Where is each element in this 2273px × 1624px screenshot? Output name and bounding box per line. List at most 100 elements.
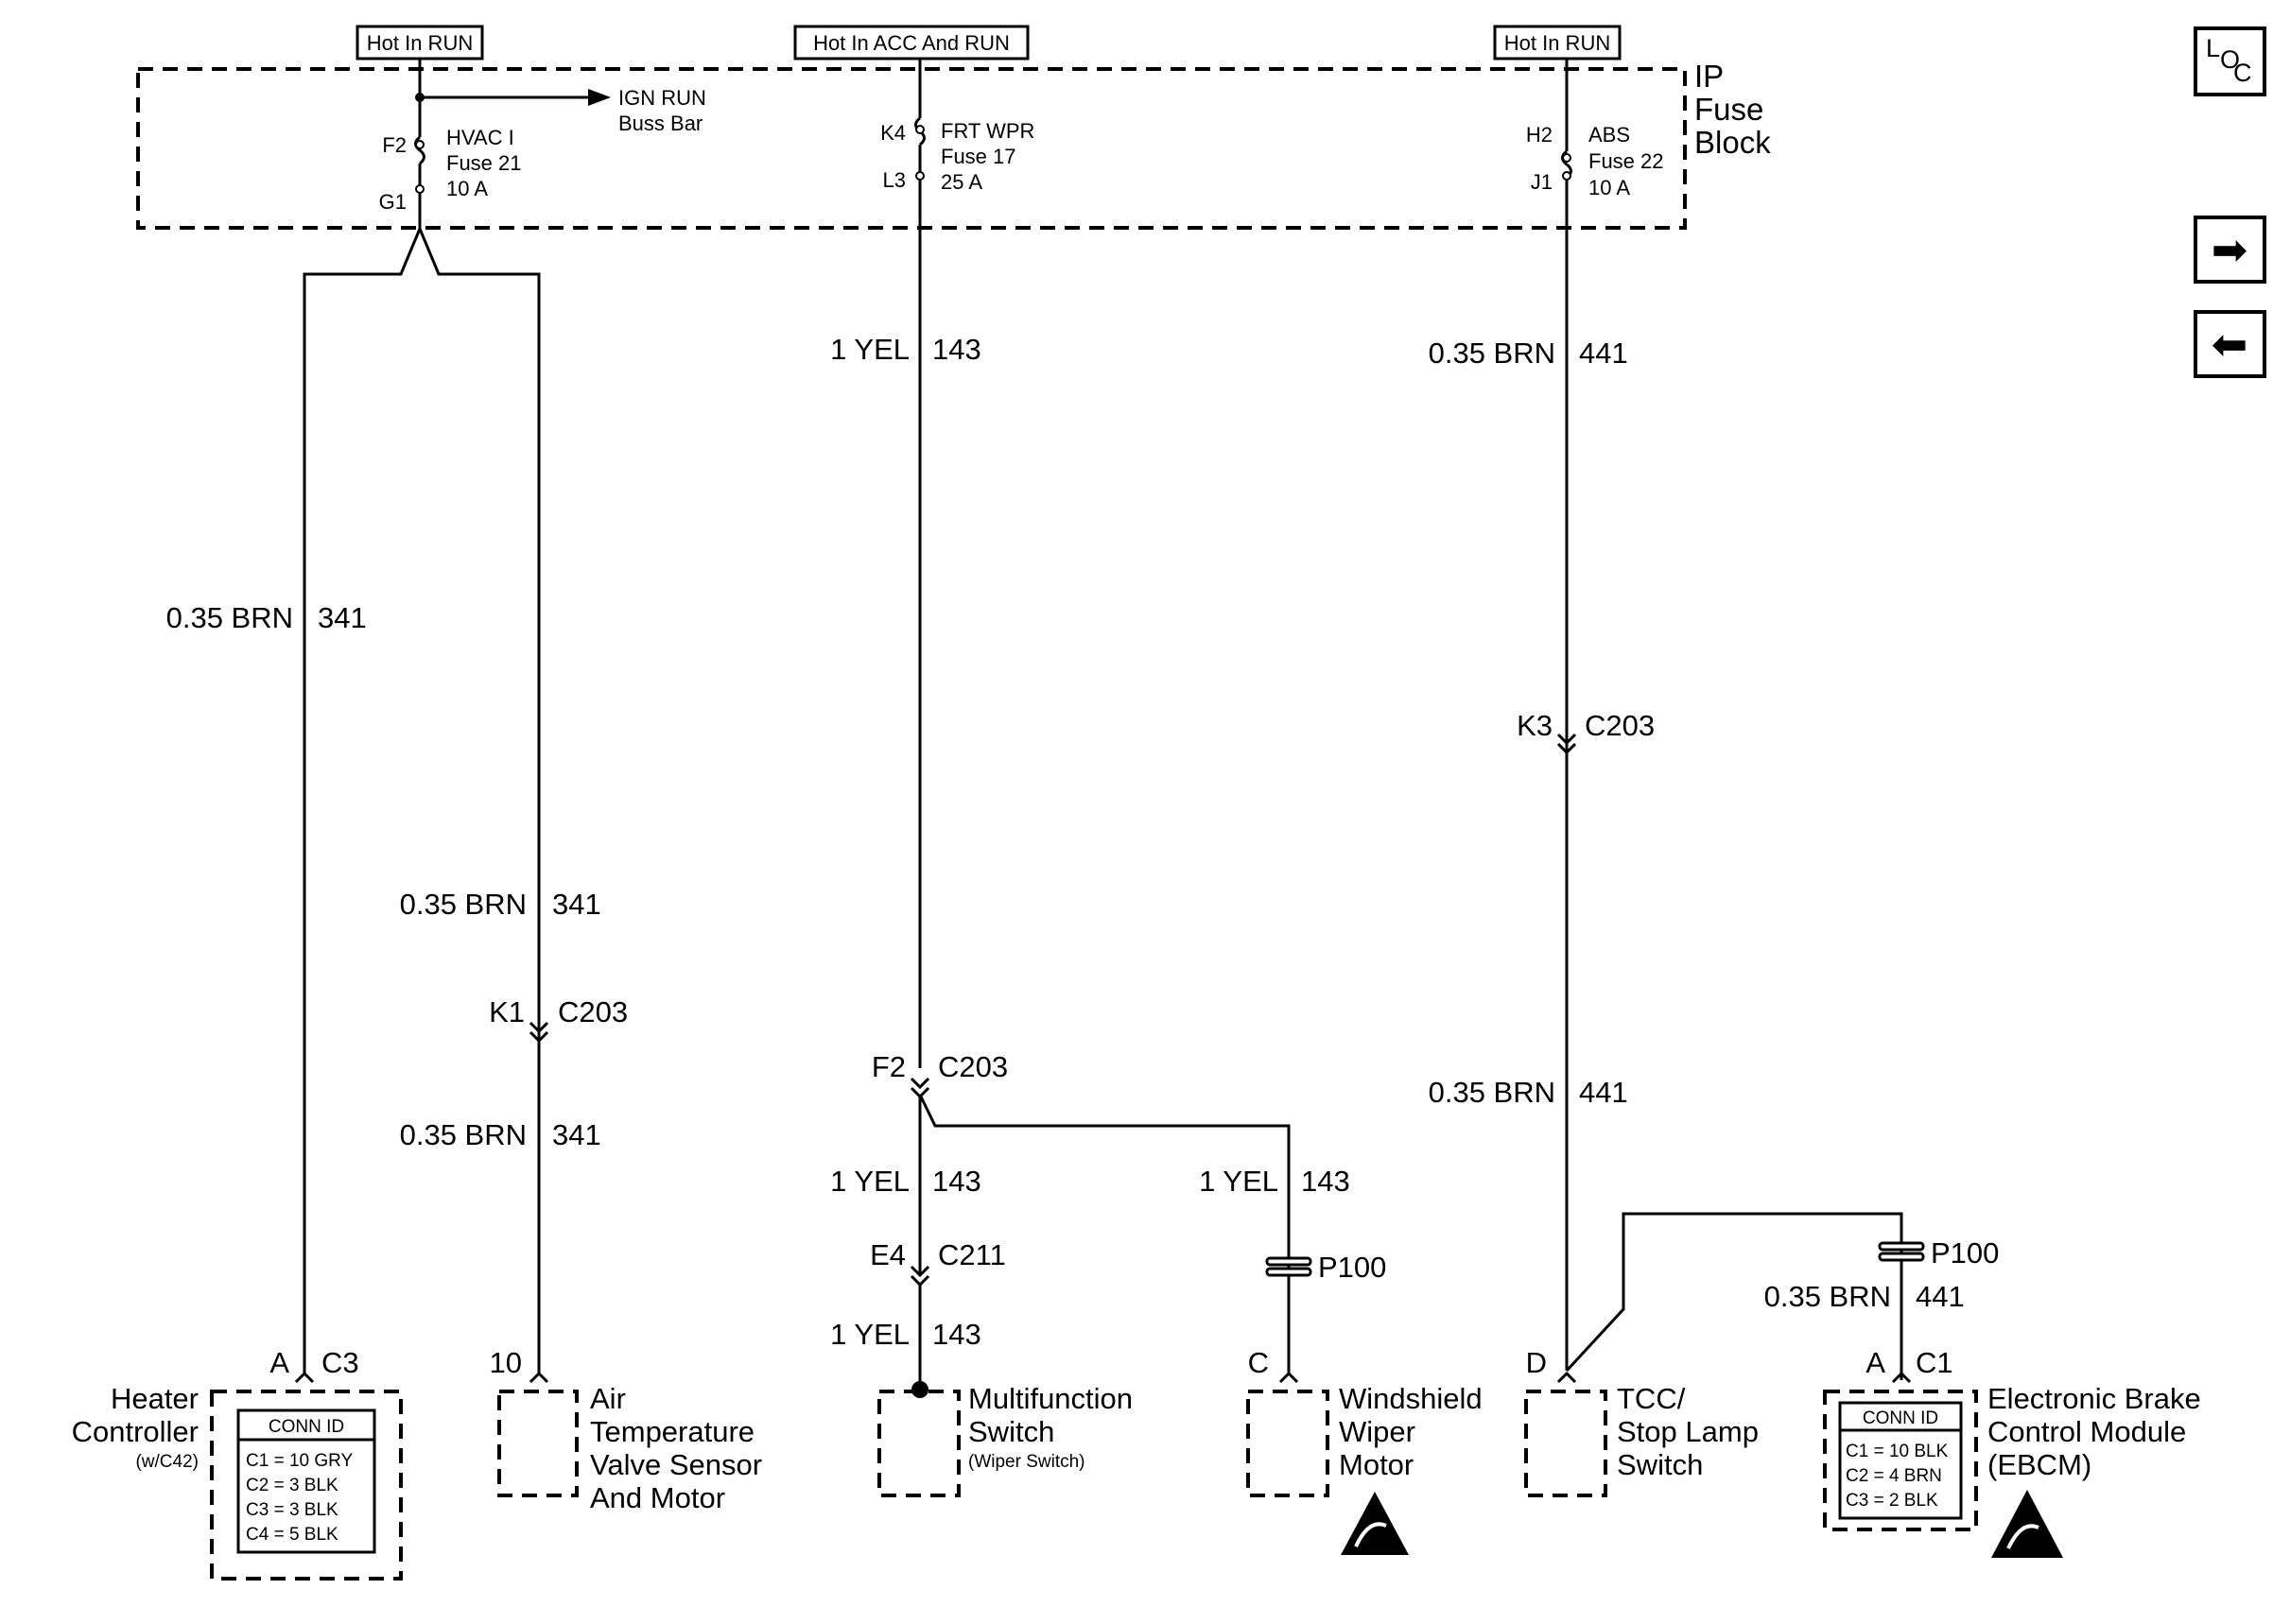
connector-e4-id: C211 xyxy=(938,1238,1006,1271)
esd-warning-icon xyxy=(1341,1492,1409,1555)
wire-label-341-c: 0.35 BRN 341 xyxy=(400,1118,601,1151)
location-button[interactable]: L O C xyxy=(2194,26,2266,96)
power-source-wiper: Hot In ACC And RUN xyxy=(793,25,1030,60)
wire-label-341-b: 0.35 BRN 341 xyxy=(400,888,601,921)
electronic-brake-control-module: A C1 CONN ID C1 = 10 BLK C2 = 4 BRN C3 =… xyxy=(1823,1346,2201,1558)
fuse-hvac: F2 G1 HVAC I Fuse 21 10 A xyxy=(379,59,522,229)
wire-143-c-circuit: 143 xyxy=(1301,1165,1350,1198)
air-temp-pin: 10 xyxy=(490,1346,522,1379)
fuse-wiper-number: Fuse 17 xyxy=(941,145,1016,168)
wiper-motor-label-1: Windshield xyxy=(1339,1382,1483,1415)
wire-label-441-c: 0.35 BRN 441 xyxy=(1764,1280,1965,1313)
wire-441-c-circuit: 441 xyxy=(1916,1280,1965,1313)
fuse-abs-in-pin: H2 xyxy=(1526,123,1553,147)
heater-controller: A C3 CONN ID C1 = 10 GRY C2 = 3 BLK C3 =… xyxy=(72,1346,403,1581)
heater-label-2: Controller xyxy=(72,1415,199,1448)
tcc-label-3: Switch xyxy=(1617,1448,1703,1481)
multifunction-label-2: Switch xyxy=(968,1415,1054,1448)
connector-f2-c203: F2 C203 xyxy=(872,1050,1008,1099)
wiper-motor-label-2: Wiper xyxy=(1339,1415,1415,1448)
wire-143-b-color: 1 YEL xyxy=(830,1165,910,1198)
multifunction-switch: Multifunction Switch (Wiper Switch) xyxy=(877,1381,1133,1497)
buss-bar-line1: IGN RUN xyxy=(618,86,706,110)
connector-k1-c203: K1 C203 xyxy=(489,995,628,1044)
wire-341-c-circuit: 341 xyxy=(552,1118,601,1151)
wire-143-wiper-motor xyxy=(918,1094,1291,1375)
heater-pin: A xyxy=(269,1346,289,1379)
ebcm-label-2: Control Module xyxy=(1987,1415,2186,1448)
ebcm-conn-title: CONN ID xyxy=(1863,1408,1938,1428)
right-arrow-icon: ➡ xyxy=(2212,225,2248,274)
tcc-label-2: Stop Lamp xyxy=(1617,1415,1759,1448)
heater-conn-row: C2 = 3 BLK xyxy=(246,1476,338,1495)
wire-143-d-circuit: 143 xyxy=(932,1318,981,1351)
windshield-wiper-motor: C Windshield Wiper Motor xyxy=(1246,1346,1483,1555)
heater-note: (w/C42) xyxy=(135,1452,199,1472)
power-source-wiper-text: Hot In ACC And RUN xyxy=(813,31,1010,55)
wire-143-c-color: 1 YEL xyxy=(1199,1165,1278,1198)
connector-k3-c203: K3 C203 xyxy=(1517,709,1655,755)
wire-341-a-color: 0.35 BRN xyxy=(166,601,293,634)
ebcm-conn-row: C1 = 10 BLK xyxy=(1846,1442,1949,1461)
fuse-abs-name: ABS xyxy=(1588,123,1630,147)
fuse-hvac-number: Fuse 21 xyxy=(446,151,522,175)
wire-label-143-b: 1 YEL 143 xyxy=(830,1165,981,1198)
power-source-abs: Hot In RUN xyxy=(1493,25,1622,60)
power-source-hvac-text: Hot In RUN xyxy=(367,31,473,55)
wire-143-a-color: 1 YEL xyxy=(830,333,910,366)
wire-441-b-color: 0.35 BRN xyxy=(1429,1076,1555,1109)
fuse-wiper-out-pin: L3 xyxy=(883,168,906,192)
ebcm-conn: C1 xyxy=(1916,1346,1953,1379)
tcc-outline xyxy=(1524,1390,1607,1497)
wire-441-b-circuit: 441 xyxy=(1579,1076,1628,1109)
wire-143-d-color: 1 YEL xyxy=(830,1318,910,1351)
connector-k1-id: C203 xyxy=(558,995,628,1028)
fuse-abs-rating: 10 A xyxy=(1588,176,1630,199)
ign-run-buss-bar: IGN RUN Buss Bar xyxy=(420,86,706,135)
connector-p100-wiper: P100 xyxy=(1265,1251,1386,1284)
fuse-abs-number: Fuse 22 xyxy=(1588,149,1664,173)
wire-143-b-circuit: 143 xyxy=(932,1165,981,1198)
air-temp-label-3: Valve Sensor xyxy=(590,1448,762,1481)
wire-143-a-circuit: 143 xyxy=(932,333,981,366)
wire-label-143-d: 1 YEL 143 xyxy=(830,1318,981,1351)
wire-label-341-a: 0.35 BRN 341 xyxy=(166,601,367,634)
wire-441-a-color: 0.35 BRN xyxy=(1429,337,1555,370)
heater-conn-title: CONN ID xyxy=(269,1417,344,1437)
multifunction-outline xyxy=(877,1390,961,1497)
connector-k1-pin: K1 xyxy=(489,995,525,1028)
ebcm-pin: A xyxy=(1865,1346,1885,1379)
connector-e4-c211: E4 C211 xyxy=(870,1238,1006,1388)
wire-label-143-a: 1 YEL 143 xyxy=(830,333,981,366)
heater-outline xyxy=(210,1390,403,1581)
fuse-hvac-rating: 10 A xyxy=(446,177,488,200)
heater-label-1: Heater xyxy=(111,1382,199,1415)
fuse-block-label-1: IP xyxy=(1694,59,1724,94)
location-letter-c: C xyxy=(2233,59,2252,87)
connector-e4-pin: E4 xyxy=(870,1238,906,1271)
fuse-block-label-2: Fuse xyxy=(1694,92,1763,127)
heater-conn-row: C4 = 5 BLK xyxy=(246,1525,338,1545)
power-source-abs-text: Hot In RUN xyxy=(1504,31,1610,55)
fuse-wiper-rating: 25 A xyxy=(941,170,982,194)
wire-341-c-color: 0.35 BRN xyxy=(400,1118,527,1151)
wire-label-143-c: 1 YEL 143 xyxy=(1199,1165,1350,1198)
fuse-block-label-3: Block xyxy=(1694,125,1771,160)
air-temp-label-1: Air xyxy=(590,1382,626,1415)
wiper-motor-outline xyxy=(1246,1390,1329,1497)
next-page-button[interactable]: ➡ xyxy=(2194,216,2266,284)
fuse-abs-out-pin: J1 xyxy=(1531,170,1553,194)
wire-441-ebcm xyxy=(1565,1212,1903,1380)
connector-p100-ebcm-id: P100 xyxy=(1931,1236,1999,1270)
fuse-wiper-name: FRT WPR xyxy=(941,119,1034,143)
fuse-wiper-in-pin: K4 xyxy=(880,121,906,145)
wire-label-441-b: 0.35 BRN 441 xyxy=(1429,1076,1628,1109)
heater-conn-row: C1 = 10 GRY xyxy=(246,1451,354,1471)
wire-341-right xyxy=(418,228,541,1375)
fuse-abs: H2 J1 ABS Fuse 22 10 A xyxy=(1526,59,1664,1371)
connector-k3-id: C203 xyxy=(1585,709,1655,742)
previous-page-button[interactable]: ⬅ xyxy=(2194,310,2266,378)
wire-label-441-a: 0.35 BRN 441 xyxy=(1429,337,1628,370)
connector-f2-id: C203 xyxy=(938,1050,1008,1083)
fuse-hvac-name: HVAC I xyxy=(446,126,514,149)
